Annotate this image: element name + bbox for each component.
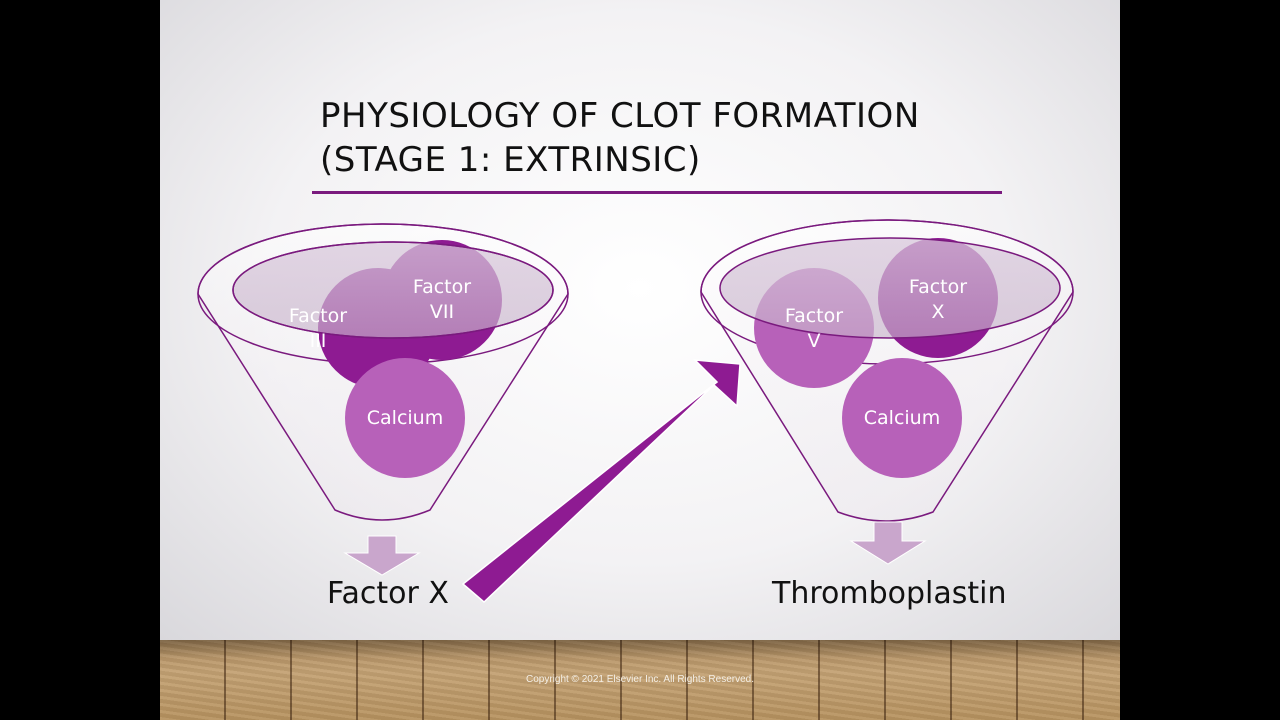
wood-floor [160,640,1120,720]
title-underline [312,191,1002,194]
funnel-left-circle-3-label: Calcium [367,407,443,429]
slide: PHYSIOLOGY OF CLOT FORMATION (STAGE 1: E… [160,0,1120,720]
result-thromboplastin: Thromboplastin [772,576,1007,611]
result-factor-x: Factor X [327,576,449,611]
down-arrow-right-icon [849,521,927,565]
clot-formation-diagram: Factor III Factor VII Calcium Factor V F… [197,219,1074,604]
funnel-left-circle-1-label-1: Factor [289,305,347,327]
slide-title-line-2: (STAGE 1: EXTRINSIC) [320,140,701,180]
funnel-right-circle-1-label-2: V [808,330,821,352]
funnel-left: Factor III Factor VII Calcium [197,223,569,521]
funnel-left-circle-2-label-1: Factor [413,276,471,298]
funnel-left-rim-overlay [232,241,554,339]
funnel-right-circle-1-label-1: Factor [785,305,843,327]
floor-shadow [160,640,1120,658]
funnel-right-circle-3-label: Calcium [864,407,940,429]
funnel-right: Factor V Factor X Calcium [700,219,1074,522]
funnel-left-circle-3 [345,358,465,478]
funnel-left-circle-1-label-2: III [310,330,327,352]
funnel-right-circle-2-label-2: X [931,301,944,323]
down-arrow-left-icon [343,535,421,576]
funnel-right-circle-3 [842,358,962,478]
funnel-left-circle-2-label-2: VII [430,301,454,323]
copyright-text: Copyright © 2021 Elsevier Inc. All Right… [525,674,755,685]
slide-title-line-1: PHYSIOLOGY OF CLOT FORMATION [320,96,920,136]
funnel-right-circle-2-label-1: Factor [909,276,967,298]
diagonal-arrow-icon [461,359,741,604]
funnel-right-inner-rim [719,237,1061,339]
